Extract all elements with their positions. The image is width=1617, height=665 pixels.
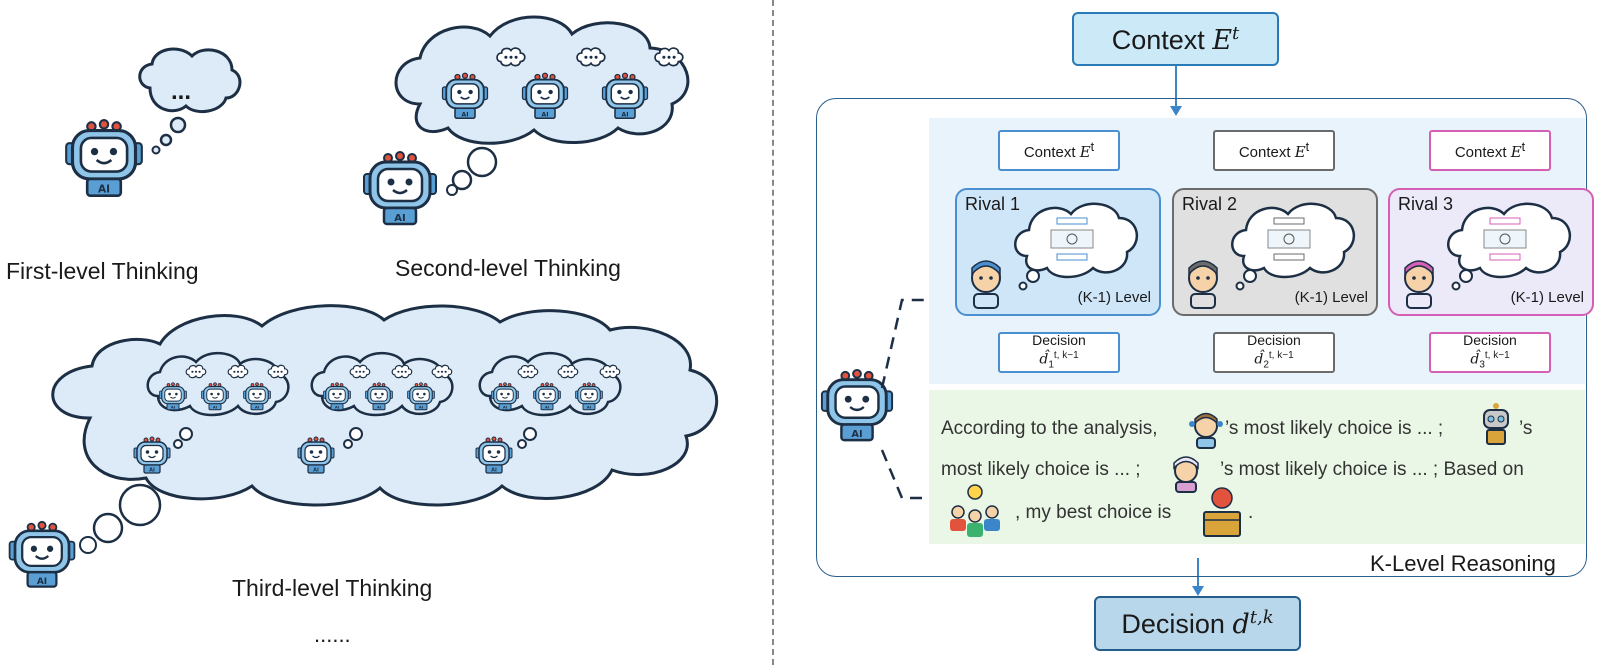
- reasoning-line-2b: ’s most likely choice is ... ; Based on: [1220, 459, 1524, 480]
- third-level-group: [8, 304, 718, 589]
- second-level-group: [362, 15, 690, 226]
- rivals-group-lightbulb-icon: [950, 484, 1000, 537]
- rival-3-context-box: Context Et: [1429, 130, 1551, 171]
- context-main-box: Context Et: [1072, 12, 1279, 66]
- mini-thought-bubble-icon: [576, 47, 606, 67]
- first-level-robot-icon: [64, 118, 144, 198]
- section-divider: [772, 0, 774, 665]
- reasoning-line-1a: According to the analysis,: [941, 418, 1158, 439]
- continuation-ellipsis: ......: [314, 622, 351, 647]
- rival-1-panel: Rival 1 (K-1) Level: [955, 188, 1161, 316]
- first-level-thought-dots: ...: [171, 78, 192, 105]
- decision-main-box: Decision dt,k: [1094, 596, 1301, 651]
- rival-1-avatar-icon: [1189, 412, 1223, 449]
- rival-3-avatar-icon: [1173, 456, 1199, 493]
- first-level-group: [64, 47, 242, 198]
- agent-connector-lines: [880, 298, 928, 500]
- rival-name: Rival 1: [965, 194, 1021, 214]
- third-level-label: Third-level Thinking: [232, 575, 433, 601]
- reasoning-line-1c: ’s: [1519, 418, 1533, 439]
- rival-3-panel: Rival 3 (K-1) Level: [1388, 188, 1594, 316]
- reasoning-line-1b: ’s most likely choice is ... ;: [1225, 418, 1444, 439]
- reasoning-line-3b: .: [1248, 502, 1254, 523]
- rival-2-context-box: Context Et: [1213, 130, 1335, 171]
- first-level-label: First-level Thinking: [6, 258, 199, 284]
- rival-2-panel: Rival 2 (K-1) Level: [1172, 188, 1378, 316]
- mini-thought-bubble-icon: [654, 47, 684, 67]
- flow-arrows: [1170, 66, 1204, 596]
- rival-name: Rival 3: [1398, 194, 1454, 214]
- rival-avatar-icon: [1188, 260, 1218, 309]
- second-level-label: Second-level Thinking: [395, 255, 621, 281]
- rival-level: (K-1) Level: [1294, 289, 1368, 306]
- reasoning-line-3a: , my best choice is: [1015, 502, 1172, 523]
- k-level-reasoning-panel: [816, 98, 1587, 577]
- first-level-cloud: [138, 47, 242, 114]
- k-level-reasoning-label: K-Level Reasoning: [1370, 551, 1556, 576]
- rival-thought-cloud-icon: [1447, 202, 1572, 291]
- rival-avatar-icon: [971, 260, 1001, 309]
- best-choice-box-icon: [1203, 487, 1241, 537]
- rival-1-context-box: Context Et: [998, 130, 1120, 171]
- mini-thought-bubble-icon: [496, 47, 526, 67]
- rival-level: (K-1) Level: [1510, 289, 1584, 306]
- reasoning-line-2a: most likely choice is ... ;: [941, 459, 1141, 480]
- rival-name: Rival 2: [1182, 194, 1238, 214]
- rival-level: (K-1) Level: [1077, 289, 1151, 306]
- rival-thought-cloud-icon: [1231, 202, 1356, 291]
- reasoning-text-area: [929, 390, 1585, 544]
- rival-thought-cloud-icon: [1014, 202, 1139, 291]
- second-level-main-robot-icon: [362, 150, 438, 226]
- rival-2-avatar-icon: [1483, 403, 1509, 445]
- rival-avatar-icon: [1404, 260, 1434, 309]
- third-level-main-robot-icon: [8, 520, 76, 589]
